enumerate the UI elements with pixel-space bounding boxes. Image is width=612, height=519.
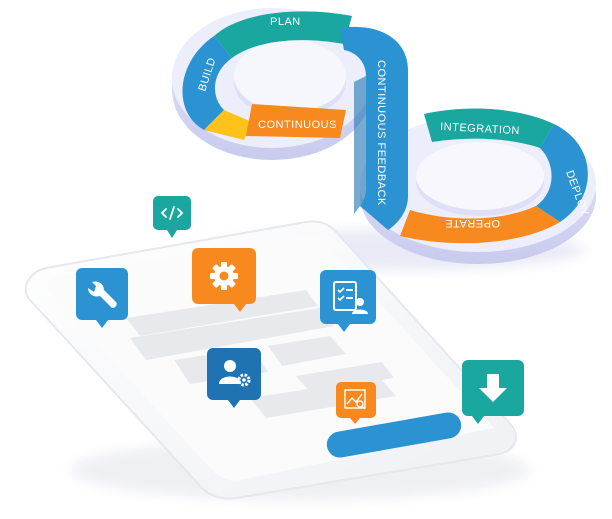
continuous-feedback-label: CONTINUOUS FEEDBACK bbox=[375, 60, 387, 206]
integration-label: INTEGRATION bbox=[440, 121, 520, 137]
gear-bubble bbox=[192, 248, 256, 312]
download-icon bbox=[479, 374, 507, 402]
analytics-bubble bbox=[336, 382, 376, 424]
user-settings-bubble bbox=[207, 348, 261, 408]
continuous-segment bbox=[246, 104, 346, 138]
download-bubble bbox=[462, 360, 524, 424]
plan-label: PLAN bbox=[270, 16, 301, 28]
phone bbox=[24, 220, 530, 500]
integration-segment bbox=[424, 108, 554, 148]
continuous-label: CONTINUOUS bbox=[258, 119, 337, 131]
operate-label: OPERATE bbox=[445, 217, 500, 229]
accent-yellow bbox=[204, 110, 252, 140]
code-bubble bbox=[153, 196, 191, 238]
checklist-user-icon bbox=[333, 281, 368, 314]
analytics-search-icon bbox=[344, 389, 366, 410]
checklist-bubble bbox=[320, 270, 376, 332]
wrench-bubble bbox=[76, 268, 128, 328]
phone-action-bar bbox=[326, 412, 462, 458]
infinity-loop: PLAN BUILD CONTINUOUS CONTINUOUS FEEDBAC… bbox=[172, 8, 596, 270]
gear-icon bbox=[210, 262, 238, 290]
operate-segment bbox=[400, 206, 560, 244]
continuous-feedback-segment bbox=[340, 26, 408, 231]
code-icon bbox=[160, 206, 184, 220]
build-segment bbox=[182, 36, 232, 130]
wrench-icon bbox=[88, 281, 117, 308]
user-settings-icon bbox=[219, 360, 251, 387]
deploy-segment bbox=[536, 124, 588, 222]
plan-segment bbox=[214, 11, 352, 58]
